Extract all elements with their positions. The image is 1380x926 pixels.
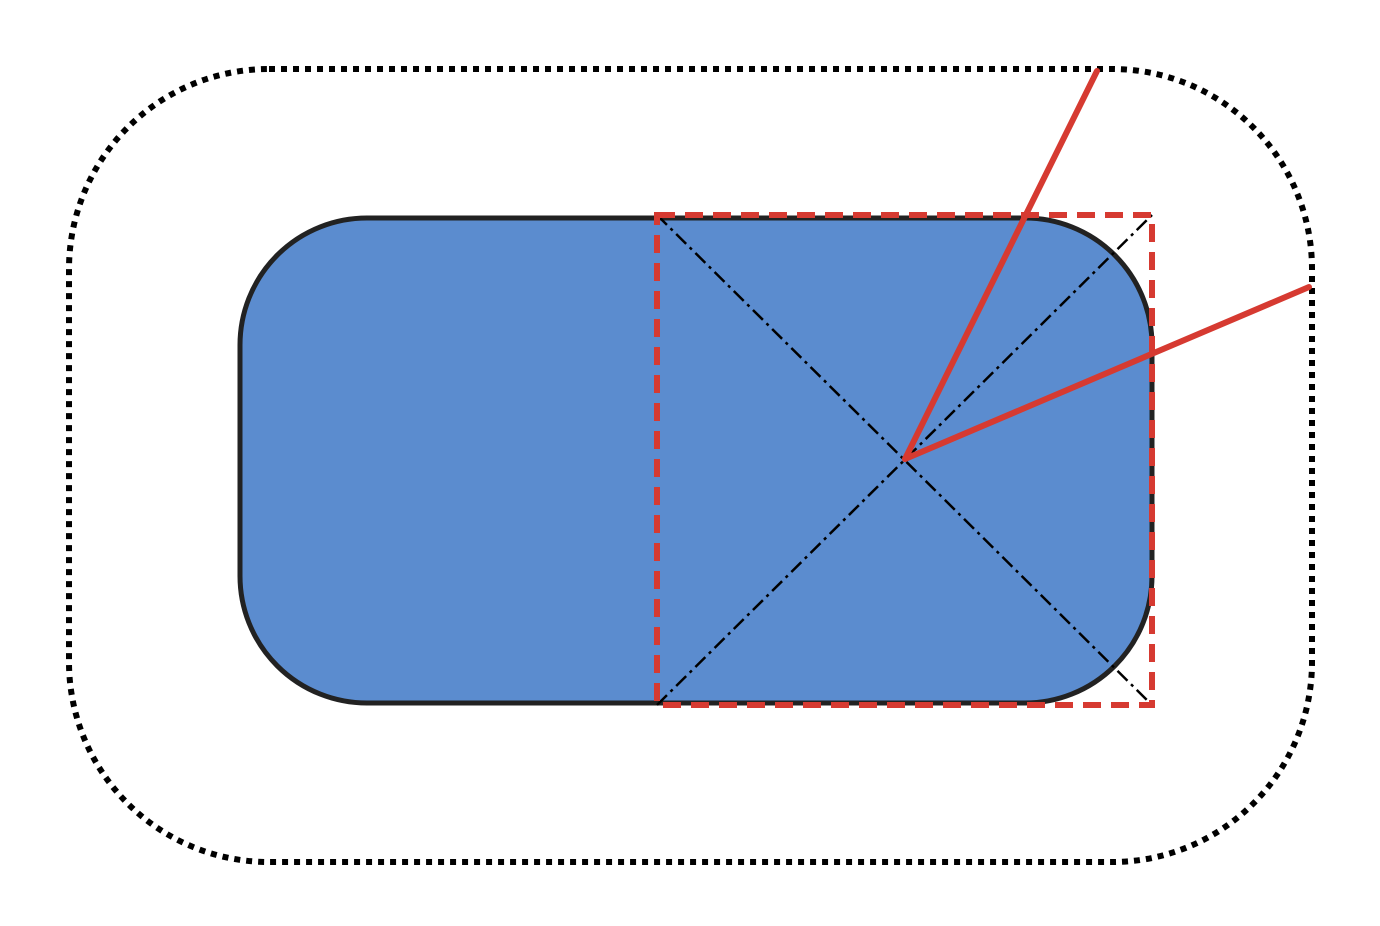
red-dashed-square (654, 212, 1155, 708)
red-rays (902, 68, 1312, 462)
red-ray-right (902, 284, 1312, 462)
red-ray-upper (902, 68, 1100, 462)
diagonal-descending (656, 214, 1153, 706)
diagonal-ascending (656, 214, 1153, 706)
outer-dotted-boundary (66, 66, 1315, 865)
blue-rounded-rectangle (237, 215, 1155, 706)
square-diagonals (656, 214, 1153, 706)
